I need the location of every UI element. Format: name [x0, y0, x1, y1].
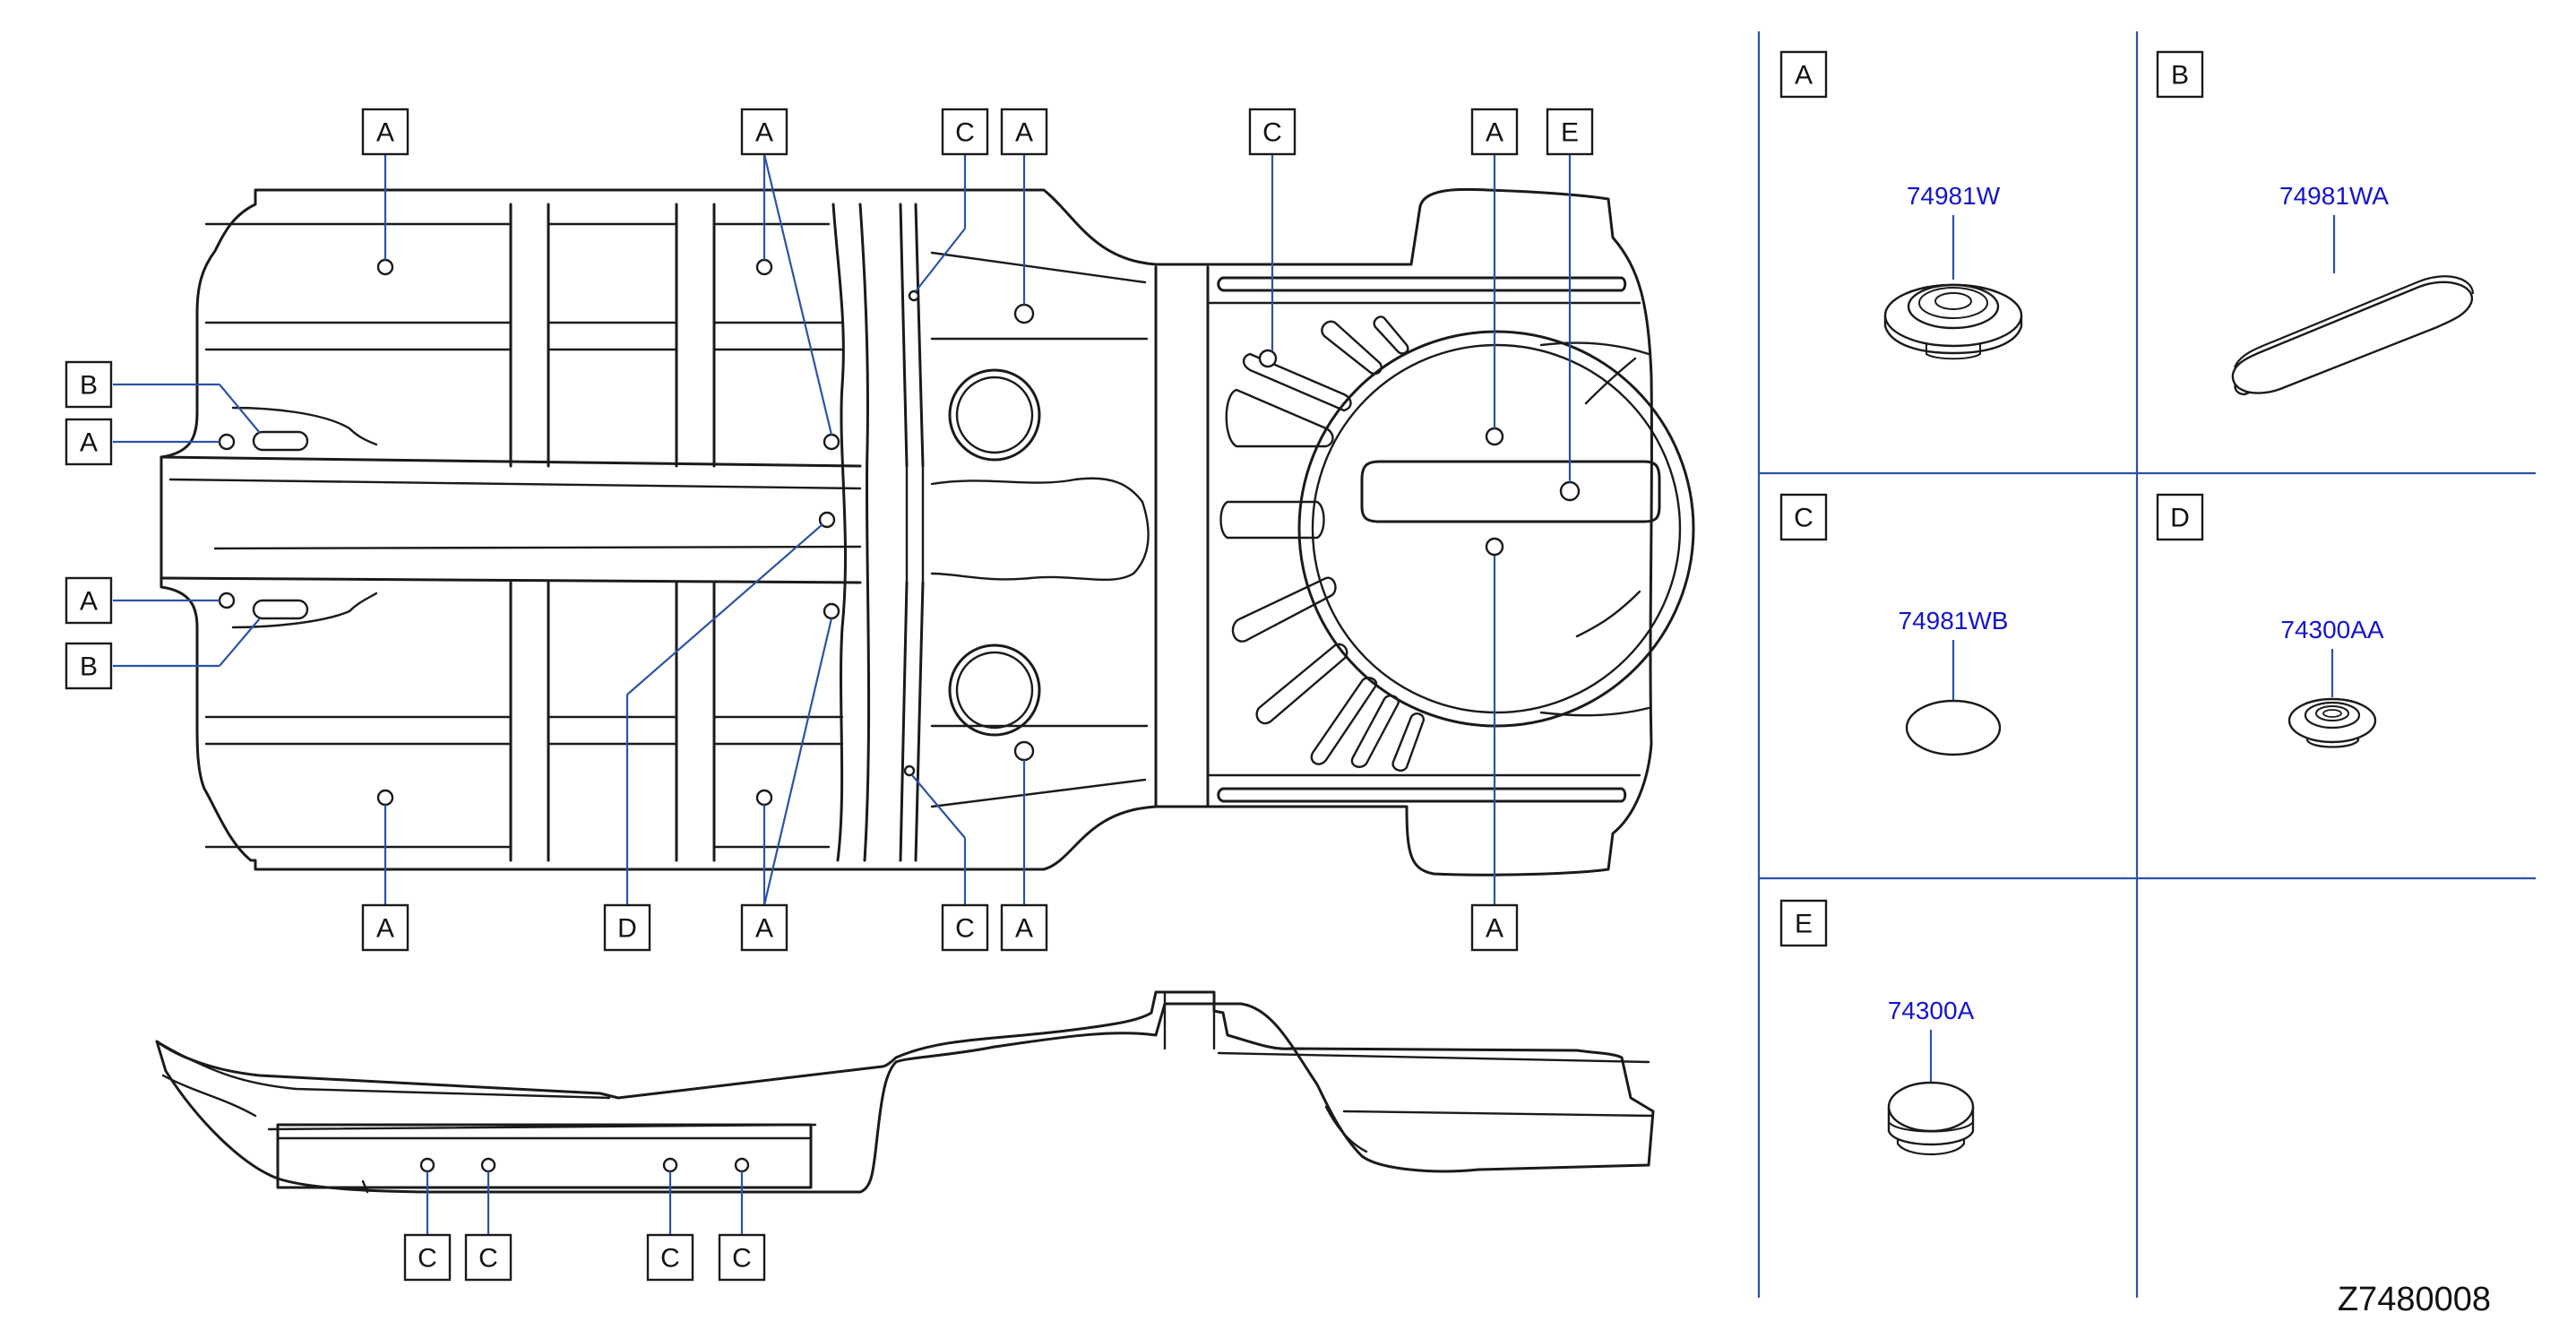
svg-text:E: E — [1795, 910, 1813, 939]
part-number-d: 74300AA — [2280, 616, 2384, 643]
callout-a: A — [1000, 108, 1048, 156]
svg-text:D: D — [2170, 504, 2190, 533]
callout-c: C — [464, 1233, 513, 1282]
svg-text:A: A — [376, 118, 394, 148]
svg-text:D: D — [617, 914, 637, 944]
svg-text:E: E — [1561, 118, 1579, 148]
legend-cell-e: E 74300A — [1779, 899, 1975, 1156]
svg-text:C: C — [1794, 504, 1814, 533]
callout-a: A — [740, 108, 788, 156]
svg-text:A: A — [80, 587, 98, 617]
grommet-d-icon — [2287, 697, 2377, 748]
svg-text:A: A — [376, 914, 394, 944]
svg-text:B: B — [2171, 61, 2189, 91]
seal-c-icon — [1905, 699, 2002, 756]
callout-labels: A A C A C A E B A A B A D A C A A C C C … — [65, 108, 1594, 1282]
callout-e: E — [1546, 108, 1594, 156]
callout-c: C — [403, 1233, 452, 1282]
svg-text:C: C — [660, 1244, 680, 1274]
svg-text:C: C — [1262, 118, 1282, 148]
legend-cell-c: C 74981WB — [1779, 493, 2009, 756]
svg-text:A: A — [80, 428, 98, 458]
part-number-c: 74981WB — [1899, 607, 2009, 635]
callout-d: D — [603, 903, 651, 952]
floor-panel-side-view — [155, 990, 1655, 1194]
svg-text:C: C — [955, 914, 975, 944]
svg-text:B: B — [80, 652, 98, 682]
callout-c: C — [646, 1233, 694, 1282]
legend-cell-b: B 74981WA — [2156, 50, 2475, 396]
svg-text:A: A — [1486, 914, 1503, 944]
callout-c: C — [718, 1233, 766, 1282]
callout-c: C — [941, 108, 989, 156]
svg-text:C: C — [478, 1244, 498, 1274]
svg-text:A: A — [1486, 118, 1503, 148]
part-number-e: 74300A — [1888, 997, 1975, 1024]
legend-cell-a: A 74981W — [1779, 50, 2023, 360]
callout-a: A — [1470, 903, 1519, 952]
callout-a: A — [1000, 903, 1048, 952]
part-number-b: 74981WA — [2279, 182, 2389, 210]
legend-cell-d: D 74300AA — [2156, 493, 2384, 748]
callout-b: B — [65, 642, 113, 690]
callout-a: A — [361, 903, 409, 952]
floor-panel-top-view — [159, 187, 1695, 877]
svg-text:A: A — [1015, 914, 1033, 944]
svg-text:A: A — [755, 118, 773, 148]
callout-a: A — [1470, 108, 1519, 156]
part-number-a: 74981W — [1907, 182, 2001, 210]
cap-plug-e-icon — [1887, 1081, 1975, 1156]
svg-text:A: A — [755, 914, 773, 944]
callout-a: A — [740, 903, 788, 952]
parts-legend: A 74981W B 74981WA — [1757, 31, 2536, 1298]
svg-text:C: C — [955, 118, 975, 148]
holes-top-view — [218, 258, 1581, 1173]
diagram-code: Z7480008 — [2338, 1281, 2491, 1318]
callout-a: A — [65, 418, 113, 466]
leader-lines — [113, 153, 1572, 1235]
callout-a: A — [361, 108, 409, 156]
callout-b: B — [65, 360, 113, 409]
svg-text:B: B — [80, 371, 98, 401]
callout-c: C — [1248, 108, 1297, 156]
svg-text:A: A — [1015, 118, 1033, 148]
oval-plug-b-icon — [2231, 275, 2475, 396]
svg-text:A: A — [1795, 61, 1813, 91]
callout-c: C — [941, 903, 989, 952]
grommet-a-icon — [1883, 283, 2023, 360]
callout-a: A — [65, 576, 113, 625]
svg-text:C: C — [418, 1244, 437, 1274]
svg-text:C: C — [732, 1244, 752, 1274]
